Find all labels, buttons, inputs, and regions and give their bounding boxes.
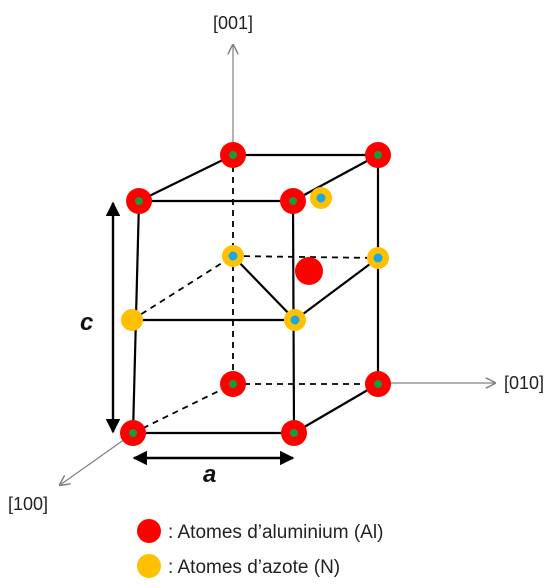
al-atom-interior: [295, 257, 323, 285]
a-parameter-label: a: [203, 461, 216, 488]
al-atom: [126, 188, 152, 214]
a-parameter: a: [132, 450, 295, 488]
n-atom: [367, 247, 389, 269]
axis-100-label: [100]: [8, 494, 48, 514]
n-atom: [222, 245, 244, 267]
legend-nitrogen-marker: [137, 554, 161, 578]
cell-dashed-edges: [131, 155, 379, 434]
axis-100-line: [60, 433, 133, 485]
al-atom: [220, 371, 246, 397]
al-atom: [280, 188, 306, 214]
cell-solid-edges: [131, 153, 380, 435]
legend-aluminium-marker: [137, 519, 161, 543]
n-atom: [284, 309, 306, 331]
al-atom: [281, 420, 307, 446]
al-atom: [365, 142, 391, 168]
c-parameter-label: c: [80, 309, 93, 336]
aluminium-atoms: [120, 142, 391, 446]
al-atom: [220, 142, 246, 168]
nitrogen-atoms: [121, 187, 389, 331]
al-atom: [365, 371, 391, 397]
axis-010-label: [010]: [504, 373, 544, 393]
n-atom: [121, 309, 143, 331]
al-atom: [120, 420, 146, 446]
axis-001-label: [001]: [213, 13, 253, 33]
legend-nitrogen-label: : Atomes d’azote (N): [168, 557, 340, 578]
n-atom: [310, 187, 332, 209]
legend: : Atomes d’aluminium (Al) : Atomes d’azo…: [137, 519, 383, 578]
bond-line: [232, 255, 296, 321]
c-parameter: c: [80, 201, 121, 434]
legend-aluminium-label: : Atomes d’aluminium (Al): [168, 522, 383, 543]
crystal-axes: [001] [010] [100]: [8, 13, 544, 514]
